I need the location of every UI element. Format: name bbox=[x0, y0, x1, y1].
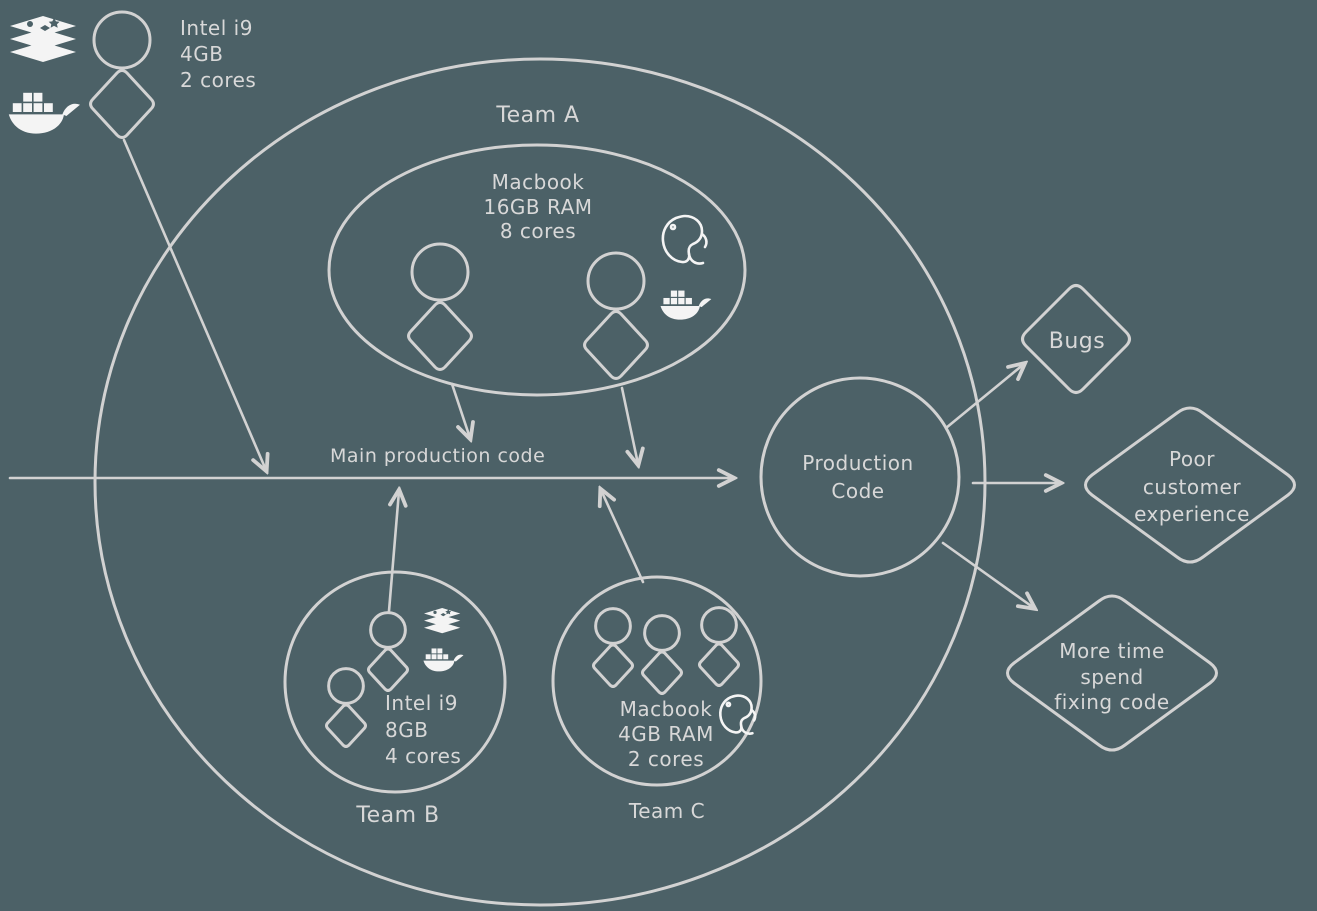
redis-icon bbox=[424, 608, 461, 634]
production-code-circle[interactable] bbox=[759, 376, 961, 578]
team-c-cores: 2 cores bbox=[628, 747, 704, 771]
bugs-diamond[interactable] bbox=[1021, 284, 1131, 394]
developer-figure-icon bbox=[367, 611, 409, 692]
team-a-cores: 8 cores bbox=[500, 219, 576, 243]
production-code-node[interactable]: Production Code bbox=[759, 376, 961, 578]
developer-figure-icon bbox=[641, 614, 683, 695]
developer-figure-icon bbox=[592, 607, 634, 688]
more-time-fixing-node[interactable]: More time spend fixing code bbox=[1006, 594, 1218, 752]
standalone-to-main-arrow[interactable] bbox=[122, 138, 266, 470]
developer-figure-icon bbox=[583, 251, 649, 380]
team-c-machine: Macbook bbox=[620, 697, 713, 721]
production-to-more-time-arrow[interactable] bbox=[941, 541, 1034, 608]
team-a-dev1-arrow[interactable] bbox=[450, 382, 470, 438]
team-b-label: Team B bbox=[355, 803, 439, 828]
developer-figure-icon bbox=[698, 606, 740, 687]
standalone-spec-ram: 4GB bbox=[180, 42, 223, 66]
team-a-group[interactable]: Team A Macbook 16GB RAM 8 cores bbox=[327, 103, 747, 397]
team-b-to-main-arrow[interactable] bbox=[387, 491, 399, 613]
poor-line2: customer bbox=[1143, 475, 1241, 499]
more-time-line1: More time bbox=[1059, 639, 1165, 663]
team-c-circle[interactable] bbox=[551, 575, 763, 787]
team-b-cpu: Intel i9 bbox=[385, 691, 458, 715]
postgresql-icon bbox=[661, 214, 708, 265]
production-to-bugs-arrow[interactable] bbox=[944, 364, 1024, 430]
poor-line1: Poor bbox=[1169, 447, 1215, 471]
docker-icon bbox=[660, 290, 712, 320]
team-c-ram: 4GB RAM bbox=[618, 722, 714, 746]
more-time-line2: spend bbox=[1080, 665, 1143, 689]
poor-customer-experience-node[interactable]: Poor customer experience bbox=[1084, 406, 1296, 564]
team-c-label: Team C bbox=[628, 799, 705, 823]
more-time-line3: fixing code bbox=[1054, 690, 1169, 714]
poor-customer-experience-diamond[interactable] bbox=[1084, 406, 1296, 564]
bugs-node[interactable]: Bugs bbox=[1021, 284, 1131, 394]
developer-figure-icon bbox=[89, 10, 155, 139]
team-b-circle[interactable] bbox=[283, 570, 507, 794]
poor-line3: experience bbox=[1134, 502, 1250, 526]
more-time-fixing-diamond[interactable] bbox=[1006, 594, 1218, 752]
team-b-group[interactable]: Intel i9 8GB 4 cores Team B bbox=[283, 570, 507, 828]
docker-icon bbox=[8, 92, 80, 134]
team-a-machine: Macbook bbox=[492, 170, 585, 194]
team-c-to-main-arrow[interactable] bbox=[601, 490, 645, 584]
docker-icon bbox=[423, 648, 464, 672]
main-line-label: Main production code bbox=[330, 445, 545, 467]
developer-figure-icon bbox=[407, 242, 473, 371]
standalone-spec-cores: 2 cores bbox=[180, 68, 256, 92]
team-a-label: Team A bbox=[495, 103, 579, 128]
standalone-developer-group[interactable]: Intel i9 4GB 2 cores bbox=[8, 10, 257, 139]
production-label-line1: Production bbox=[802, 451, 913, 475]
bugs-label: Bugs bbox=[1049, 329, 1105, 354]
team-a-ellipse[interactable] bbox=[327, 143, 747, 397]
team-b-ram: 8GB bbox=[385, 718, 428, 742]
team-b-cores: 4 cores bbox=[385, 744, 461, 768]
team-a-ram: 16GB RAM bbox=[483, 195, 592, 219]
main-line-group[interactable]: Main production code bbox=[8, 445, 733, 478]
team-c-group[interactable]: Macbook 4GB RAM 2 cores Team C bbox=[551, 575, 763, 823]
redis-icon bbox=[10, 16, 76, 62]
developer-figure-icon bbox=[325, 667, 367, 748]
standalone-spec-cpu: Intel i9 bbox=[180, 16, 253, 40]
team-a-dev2-arrow[interactable] bbox=[620, 386, 638, 464]
production-label-line2: Code bbox=[831, 479, 884, 503]
